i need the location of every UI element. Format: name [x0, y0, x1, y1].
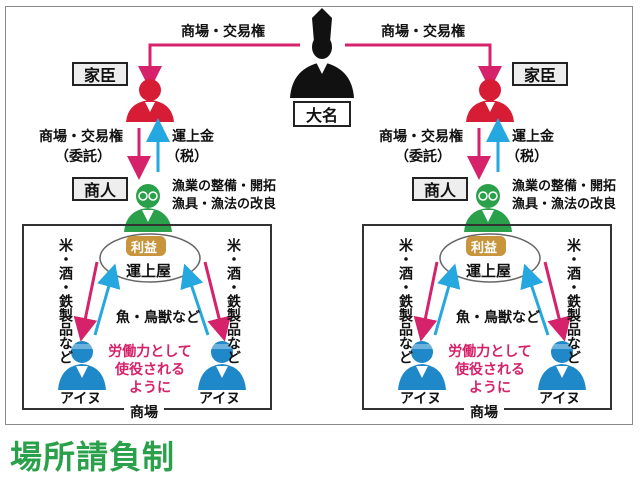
arrow-goods-in-left-2 [180, 263, 210, 336]
down-label-right-1: 商場・交易権 [379, 129, 463, 145]
goods-from-ainu-right: 魚・鳥獣など [456, 310, 540, 326]
up-label-left-2: （税） [166, 149, 208, 165]
down-label-left-1: 商場・交易権 [39, 129, 123, 145]
arrow-goods-in-right-2 [520, 263, 550, 336]
up-label-left-1: 運上金 [172, 129, 214, 145]
kashin-figure-icon-left [126, 79, 174, 122]
goods-to-ainu-right-1: 米・酒・鉄製品など [397, 238, 413, 364]
up-label-right-1: 運上金 [512, 129, 554, 145]
flow-line-top-right [345, 43, 502, 90]
ainu-figure-icon-right-1 [398, 341, 446, 390]
merchant-duty-left-1: 漁業の整備・開拓 [172, 179, 277, 194]
merchant-duty-right-2: 漁具・漁法の改良 [512, 197, 617, 212]
arrow-goods-in-right-1 [433, 263, 461, 336]
merchant-duty-right-1: 漁業の整備・開拓 [512, 179, 617, 194]
profit-badge-right [466, 236, 506, 256]
ainu-label-left-2: アイヌ [199, 391, 241, 407]
profit-badge-left [126, 236, 166, 256]
arrow-goods-out-right-2 [543, 261, 571, 342]
labor-right-2: 使役される [455, 362, 525, 378]
merchant-figure-icon-left [124, 184, 172, 232]
profit-label-left: 利益 [131, 241, 158, 256]
ainu-label-right-1: アイヌ [400, 391, 442, 407]
top-rights-label-left: 商場・交易権 [178, 21, 268, 41]
labor-left-2: 使役される [115, 362, 185, 378]
merchant-figure-icon-right [464, 184, 512, 232]
down-label-right-2: （委託） [395, 149, 451, 165]
arrow-goods-out-left-1 [73, 261, 99, 342]
market-label-right: 商場 [464, 402, 504, 422]
goods-to-ainu-left-1: 米・酒・鉄製品など [57, 238, 73, 364]
market-label-left: 商場 [124, 402, 164, 422]
kashin-label-right: 家臣 [512, 62, 568, 86]
labor-left-3: ように [129, 380, 171, 396]
ainu-figure-icon-left-2 [198, 341, 246, 390]
daimyo-label: 大名 [293, 101, 351, 127]
down-label-left-2: （委託） [55, 149, 111, 165]
goods-to-ainu-right-2: 米・酒・鉄製品など [565, 238, 581, 364]
profit-ellipse-right [439, 233, 541, 283]
labor-right-1: 労働力として [448, 344, 532, 360]
goods-from-ainu-left: 魚・鳥獣など [116, 310, 200, 326]
outer-frame [5, 6, 633, 425]
up-label-right-2: （税） [506, 149, 548, 165]
arrow-goods-out-left-2 [203, 261, 231, 342]
merchant-duty-left-2: 漁具・漁法の改良 [172, 197, 277, 212]
flow-line-top-left [138, 43, 300, 90]
labor-left-1: 労働力として [108, 344, 192, 360]
untsujoya-label-left: 運上屋 [126, 262, 172, 280]
ainu-figure-icon-right-2 [538, 341, 586, 390]
kashin-figure-icon-right [466, 79, 514, 122]
merchant-label-right: 商人 [412, 177, 468, 201]
untsujoya-label-right: 運上屋 [466, 262, 512, 280]
daimyo-figure-icon [290, 8, 354, 98]
profit-label-right: 利益 [471, 241, 498, 256]
ainu-label-left-1: アイヌ [60, 391, 102, 407]
ainu-figure-icon-left-1 [58, 341, 106, 390]
arrow-goods-out-right-1 [413, 261, 439, 342]
top-rights-label-right: 商場・交易権 [378, 21, 468, 41]
merchant-label-left: 商人 [72, 177, 128, 201]
arrow-goods-in-left-1 [93, 263, 121, 336]
ainu-label-right-2: アイヌ [539, 391, 581, 407]
kashin-label-left: 家臣 [72, 62, 128, 86]
labor-right-3: ように [469, 380, 511, 396]
goods-to-ainu-left-2: 米・酒・鉄製品など [225, 238, 241, 364]
page-title: 場所請負制 [10, 438, 176, 476]
profit-ellipse-left [99, 233, 201, 283]
